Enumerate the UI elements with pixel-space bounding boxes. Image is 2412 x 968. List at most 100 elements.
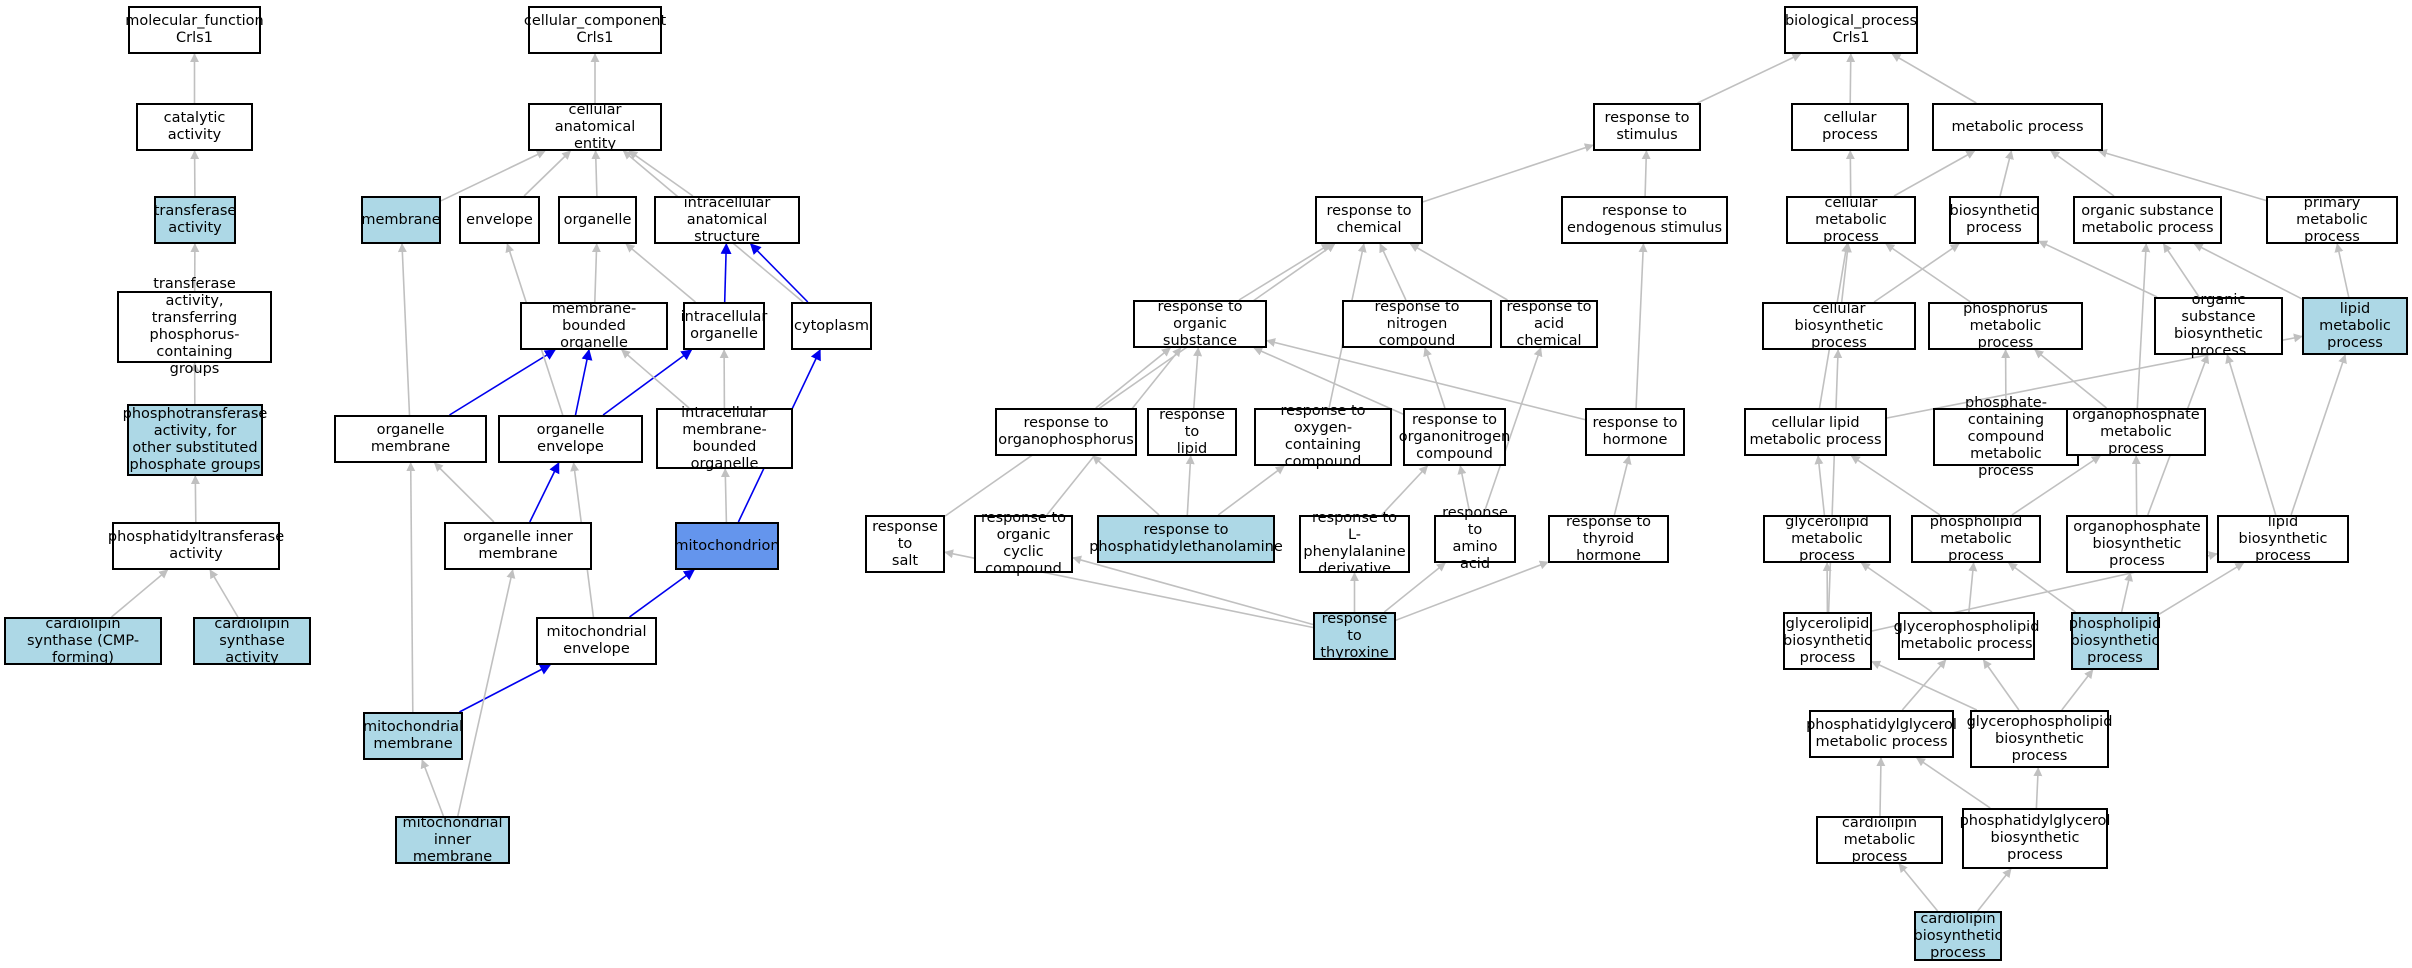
edge-om-to-membrane [397, 243, 411, 416]
edge-opbp-to-opmp [2131, 455, 2141, 516]
edge-cscmp-to-pgt [110, 569, 169, 618]
go-term-node-rlip: response to lipid [1147, 407, 1237, 457]
go-term-node-phmp: phosphorus metabolic process [1928, 301, 2083, 351]
edge-rth-to-rhorm [1613, 455, 1632, 516]
edge-ronc-to-ros [1253, 347, 1404, 415]
edge-biop-to-metp [1999, 150, 2014, 197]
edge-gplbp-to-plbp [2061, 669, 2094, 711]
go-term-node-mbo: membrane-bounded organelle [520, 301, 668, 351]
go-term-node-rendo: response to endogenous stimulus [1561, 196, 1728, 244]
edge-osbp-to-osmp [2162, 243, 2200, 298]
go-term-node-rsalt: response to salt [865, 515, 945, 573]
edge-rsalt-to-rchem [944, 243, 1336, 517]
edge-envelope-to-cae [523, 150, 572, 197]
edge-plmp-to-clmp [1850, 455, 1941, 516]
edge-cbp-to-biop [1873, 243, 1960, 303]
edge-ias-to-cae [628, 150, 694, 197]
edge-rhorm-to-ros [1266, 338, 1586, 421]
edge-glbp-to-cbp [1827, 349, 1843, 613]
edge-raa-to-ronc [1457, 465, 1471, 516]
go-term-node-rocc: response to oxygen-containing compound [1254, 403, 1392, 470]
go-term-node-rpe: response to phosphatidylethanolamine [1089, 515, 1283, 563]
go-term-node-ronc: response to organonitrogen compound [1399, 408, 1510, 466]
edge-osmp-to-metp [2050, 150, 2115, 197]
edge-oim-to-oe [529, 462, 560, 523]
edge-plbp-to-opbp [2120, 572, 2134, 613]
edge-io-to-organelle [625, 243, 696, 303]
edge-om-to-mbo [449, 349, 556, 416]
go-term-node-pgmp: phosphatidylglycerol metabolic process [1806, 710, 1957, 758]
edge-plbp-to-lbp [2158, 562, 2245, 615]
edge-plmp-to-opmp [2011, 455, 2101, 516]
go-term-node-rlphe: response to L-phenylalanine derivative [1299, 510, 1410, 577]
edge-lmp-to-pmp [2334, 243, 2350, 298]
go-term-node-rop: response to organophosphorus [995, 408, 1137, 456]
edge-mim-to-oim [457, 569, 516, 817]
go-term-node-rocyc: response to organic cyclic compound [974, 510, 1073, 577]
go-term-node-glbp: glycerolipid biosynthetic process [1783, 612, 1872, 670]
edge-raa-to-rac [1482, 347, 1543, 516]
go-term-node-rhorm: response to hormone [1585, 408, 1685, 456]
edge-rpe-to-rlip [1185, 455, 1195, 516]
edge-lbp-to-lmp [2290, 354, 2347, 516]
go-term-node-rnc: response to nitrogen compound [1342, 299, 1492, 349]
go-term-node-rac: response to acid chemical [1500, 299, 1598, 349]
edge-rthyr-to-rth [1395, 560, 1549, 621]
go-term-node-cat: catalytic activity [136, 103, 253, 151]
edge-rthyr-to-rocyc [1072, 555, 1314, 626]
edge-metp-to-bp [1891, 53, 1977, 104]
edge-rstim-to-bp [1697, 53, 1802, 104]
go-term-node-plmp: phospholipid metabolic process [1911, 514, 2041, 564]
edge-oe-to-mbo [574, 348, 593, 416]
go-term-node-rstim: response to stimulus [1593, 103, 1701, 151]
edge-ronc-to-rnc [1423, 347, 1446, 409]
edge-gplbp-to-glbp [1871, 660, 1978, 711]
edge-rthyr-to-raa [1383, 562, 1446, 613]
edge-rlphe-to-ronc [1381, 465, 1429, 516]
go-term-node-mim: mitochondrial inner membrane [395, 815, 510, 865]
go-term-node-pccmp: phosphate-containing compound metabolic … [1933, 395, 2079, 479]
edge-phmp-to-cmp [1885, 243, 1971, 303]
go-term-node-om: organelle membrane [334, 415, 487, 463]
go-term-node-biop: biosynthetic process [1949, 196, 2039, 244]
edge-glmp-to-clmp [1814, 455, 1826, 516]
edge-pgmp-to-gplmp [1901, 659, 1947, 711]
go-term-node-cellp: cellular process [1791, 103, 1909, 151]
edge-rnc-to-rchem [1379, 243, 1407, 301]
go-term-node-mito: mitochondrion [674, 522, 780, 570]
go-term-node-cmp: cellular metabolic process [1786, 195, 1916, 245]
go-term-node-pgbp: phosphatidylglycerol biosynthetic proces… [1960, 808, 2110, 869]
edge-csact-to-pgt [209, 569, 239, 618]
edge-membrane-to-cae [440, 150, 546, 202]
go-term-node-rth: response to thyroid hormone [1548, 514, 1669, 564]
edge-clbp-to-clmetp [1898, 863, 1939, 912]
edge-pgbp-to-pgmp [1916, 757, 1991, 809]
edge-rac-to-rchem [1409, 243, 1508, 301]
go-term-node-clmetp: cardiolipin metabolic process [1816, 815, 1943, 865]
edge-lmp-to-osmp [2193, 243, 2303, 300]
edge-oe-to-io [602, 349, 693, 416]
go-term-node-lmp: lipid metabolic process [2302, 297, 2408, 355]
edge-rchem-to-rstim [1422, 143, 1594, 203]
edge-rpe-to-rocc [1217, 465, 1285, 516]
edge-opmp-to-osmp [2136, 243, 2151, 409]
edge-organelle-to-cae [591, 150, 601, 197]
go-term-node-gplbp: glycerophospholipid biosynthetic process [1967, 710, 2112, 768]
go-term-node-cc: cellular_component Crls1 [524, 6, 666, 54]
go-term-node-pgt: phosphatidyltransferase activity [108, 522, 284, 570]
edge-pmp-to-metp [2097, 148, 2267, 202]
edge-rop-to-ros [1095, 347, 1171, 409]
go-term-node-metp: metabolic process [1932, 103, 2103, 151]
edge-pgt-to-phosphotrans [190, 475, 200, 523]
go-term-node-io: intracellular organelle [681, 302, 767, 350]
edge-mm-to-menv [459, 664, 552, 713]
go-term-node-cscmp: cardiolipin synthase (CMP-forming) [4, 616, 162, 666]
edge-gplmp-to-glmp [1860, 562, 1933, 613]
edge-cbp-to-cmp [1840, 243, 1852, 303]
go-term-node-pmp: primary metabolic process [2266, 195, 2398, 245]
go-term-node-trans: transferase activity [154, 196, 236, 244]
edge-clbp-to-pgbp [1977, 868, 2012, 912]
edge-gplbp-to-gplmp [1982, 659, 2020, 711]
go-term-node-organelle: organelle [558, 196, 637, 244]
